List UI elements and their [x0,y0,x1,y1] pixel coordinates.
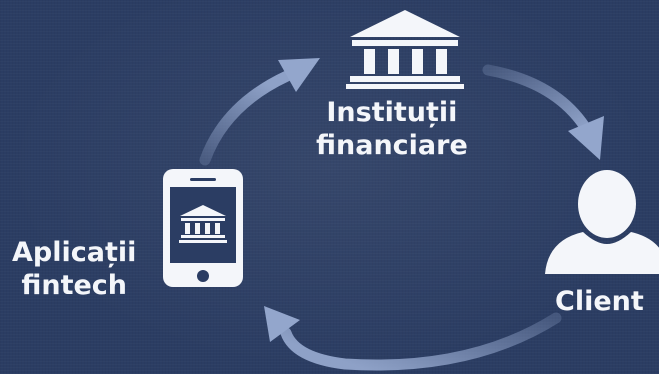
app-label-line1: Aplicații [12,237,137,268]
bank-icon [346,10,464,89]
user-icon [545,170,659,274]
client-label: Client [555,286,644,317]
arrow-app-to-institutions [199,58,320,166]
app-label: Aplicații fintech [12,236,136,302]
smartphone-icon [163,169,243,287]
app-label-line2: fintech [21,270,128,301]
arrow-institutions-to-client [482,64,604,160]
institutions-label-line2: financiare [316,130,468,161]
institutions-label-line1: Instituții [326,97,458,128]
institutions-label: Instituții financiare [316,96,468,162]
arrow-client-to-app [264,306,562,371]
bank-icon [179,205,227,243]
